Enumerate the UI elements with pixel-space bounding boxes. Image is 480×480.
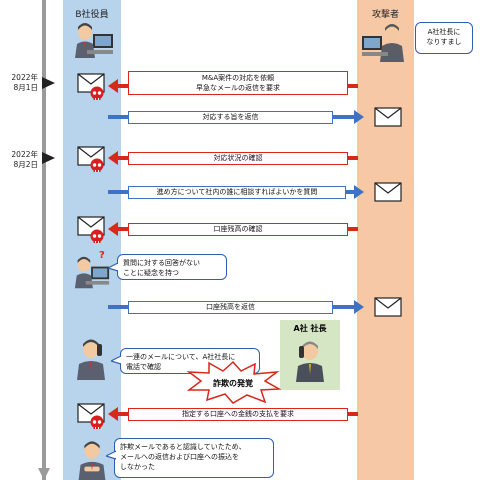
attacker-lane-title: 攻撃者: [371, 10, 399, 20]
callout-pointer-icon: [111, 355, 121, 365]
envelope-icon: [374, 182, 402, 202]
timeline-arrow-icon: [38, 468, 50, 480]
doubt-callout: 質問に対する回答がないことに疑念を持つ: [117, 254, 227, 280]
question-mark-icon: ?: [99, 250, 105, 261]
skull-icon: [90, 86, 104, 100]
callout-pointer-icon: [108, 262, 118, 272]
envelope-icon: [374, 297, 402, 317]
date-marker-icon: [42, 152, 55, 164]
callout-pointer-icon: [106, 450, 116, 460]
arrow-head-icon: [354, 185, 364, 199]
person-at-computer-icon: [75, 23, 113, 58]
message-box: 対応する旨を返信: [128, 111, 333, 124]
arrow-head-icon: [354, 110, 364, 124]
arrow-head-icon: [108, 222, 118, 236]
envelope-icon: [374, 107, 402, 127]
arrow-head-icon: [108, 79, 118, 93]
message-box: 口座残高を返信: [128, 301, 333, 314]
person-at-computer-icon: [74, 256, 110, 289]
skull-icon: [90, 229, 104, 243]
arrow-head-icon: [108, 151, 118, 165]
date-marker-icon: [42, 77, 55, 89]
a-company-president-title: A社 社長: [293, 324, 327, 333]
attacker-lane: [357, 0, 414, 480]
message-box: M&A案件の対応を依頼早急なメールの返信を要求: [128, 71, 348, 95]
attacker-at-computer-icon: [362, 24, 404, 62]
person-thinking-icon: [78, 441, 106, 480]
message-box: 指定する口座への金銭の支払を要求: [128, 408, 348, 421]
arrow-head-icon: [108, 407, 118, 421]
skull-icon: [90, 158, 104, 172]
fraud-detected-burst: 詐欺の発覚: [186, 360, 281, 404]
impersonation-note: A社社長になりすまし: [415, 22, 473, 54]
fraud-detected-label: 詐欺の発覚: [213, 378, 253, 388]
person-on-phone-icon: [77, 339, 105, 380]
final-decision-callout: 詐欺メールであると認識していたため、メールへの返信および口座への振込をしなかった: [114, 438, 274, 478]
timeline-bar: [42, 0, 46, 480]
message-box: 進め方について社内の誰に相談すればよいかを質問: [128, 186, 346, 199]
person-on-phone-icon: [296, 341, 324, 382]
arrow-head-icon: [354, 300, 364, 314]
b-executive-lane-title: B社役員: [75, 10, 109, 20]
skull-icon: [90, 415, 104, 429]
message-box: 対応状況の確認: [128, 152, 348, 165]
message-box: 口座残高の確認: [128, 223, 348, 236]
